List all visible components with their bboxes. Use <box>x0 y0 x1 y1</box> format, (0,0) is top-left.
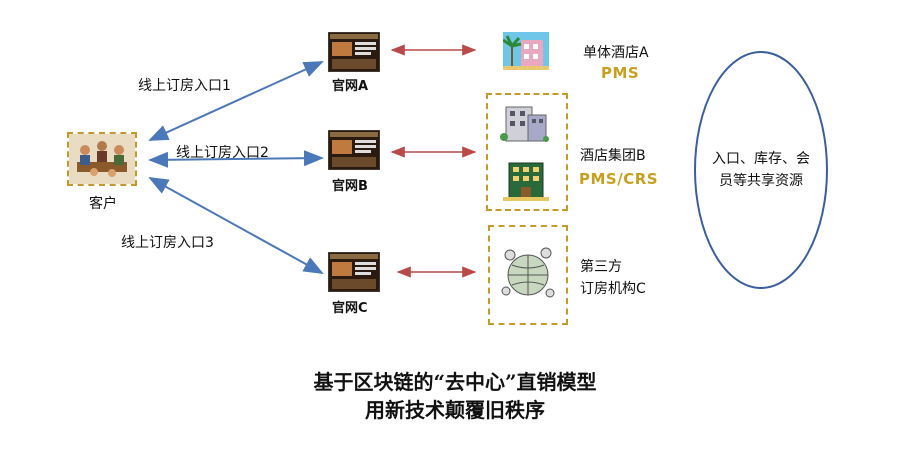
hotel-building-icon <box>503 162 549 201</box>
shared-resources-text: 入口、库存、会 员等共享资源 <box>701 148 821 192</box>
resort-building-icon <box>503 32 549 70</box>
third-party-c-line2: 订房机构C <box>580 281 646 297</box>
website-a-label: 官网A <box>332 79 369 94</box>
hotel-b-system: PMS/CRS <box>579 170 659 188</box>
customer-meeting-icon <box>69 134 135 184</box>
globe-network-icon <box>501 247 555 298</box>
hotel-a-system: PMS <box>601 64 640 82</box>
website-a <box>328 32 380 72</box>
third-party-c-box <box>488 225 568 325</box>
entry-label-2: 线上订房入口2 <box>176 145 269 161</box>
entry-arrow-3 <box>148 177 324 274</box>
website-c <box>328 252 380 292</box>
caption-line2: 用新技术颠覆旧秩序 <box>365 398 545 422</box>
shared-resources-line2: 员等共享资源 <box>719 173 803 189</box>
website-screenshot-icon <box>328 130 380 170</box>
customer-box <box>67 132 137 186</box>
entry-label-1: 线上订房入口1 <box>138 78 231 94</box>
hotel-b-name: 酒店集团B <box>580 148 646 164</box>
website-c-label: 官网C <box>332 301 368 316</box>
shared-resources-ellipse <box>694 51 828 289</box>
website-b <box>328 130 380 170</box>
entry-arrow-2 <box>148 150 324 168</box>
entry-arrow-1 <box>148 61 324 141</box>
website-b-label: 官网B <box>332 179 368 194</box>
entry-label-3: 线上订房入口3 <box>121 235 214 251</box>
office-building-icon <box>500 106 549 142</box>
hotel-a-icon <box>503 32 549 70</box>
website-screenshot-icon <box>328 32 380 72</box>
hotel-group-b-box <box>486 93 568 211</box>
customer-label: 客户 <box>89 196 117 212</box>
third-party-c-line1: 第三方 <box>580 259 622 275</box>
website-screenshot-icon <box>328 252 380 292</box>
hotel-a-name: 单体酒店A <box>583 45 649 61</box>
caption-line1: 基于区块链的“去中心”直销模型 <box>313 370 597 394</box>
shared-resources-line1: 入口、库存、会 <box>712 151 810 167</box>
